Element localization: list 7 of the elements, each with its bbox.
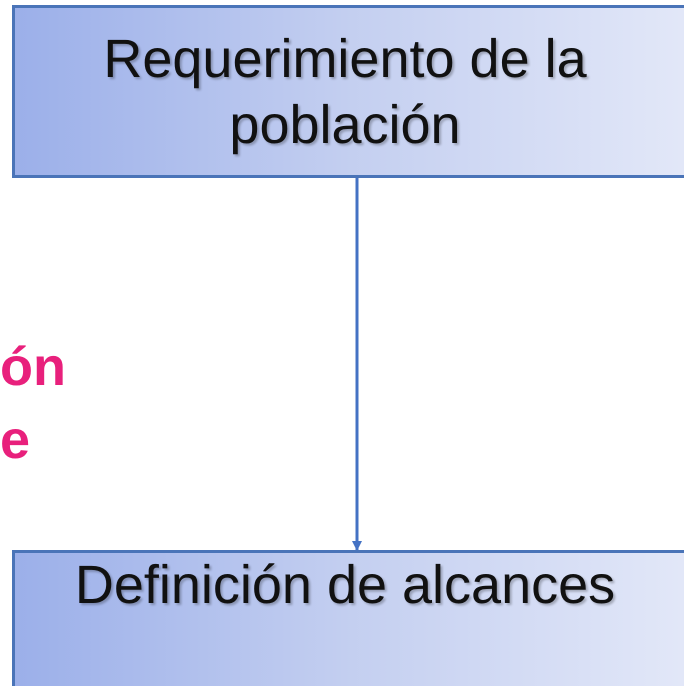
- box-label: Requerimiento de la población: [102, 28, 588, 156]
- process-box: [12, 5, 684, 178]
- partial-text: e: [0, 410, 30, 470]
- process-box: [12, 550, 684, 686]
- box-label: Definición de alcances: [74, 554, 616, 617]
- arrow: [352, 178, 362, 551]
- partial-text: ón: [0, 337, 66, 397]
